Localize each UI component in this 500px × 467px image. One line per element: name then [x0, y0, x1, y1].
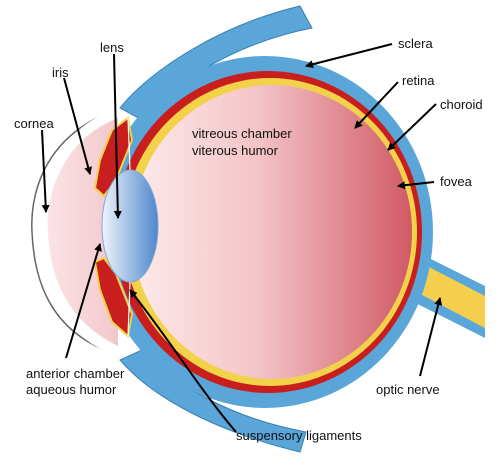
- label-sclera: sclera: [398, 36, 433, 51]
- cornea-outline: [31, 111, 111, 353]
- label-retina: retina: [402, 73, 435, 88]
- label-suspensory-ligaments: suspensory ligaments: [236, 428, 362, 443]
- leader-lines: [41, 43, 443, 433]
- label-choroid: choroid: [440, 97, 483, 112]
- iris-lower: [93, 256, 134, 338]
- vitreous-chamber: [132, 85, 412, 379]
- lens-shape: [101, 169, 159, 283]
- label-iris: iris: [52, 65, 69, 80]
- label-vitreous-chamber: vitreous chamber: [192, 126, 292, 141]
- label-lens: lens: [100, 40, 124, 55]
- label-fovea: fovea: [440, 174, 473, 189]
- label-anterior-chamber: anterior chamber: [26, 366, 125, 381]
- label-aqueous-humor: aqueous humor: [26, 382, 117, 397]
- label-optic-nerve: optic nerve: [376, 382, 440, 397]
- label-cornea: cornea: [14, 116, 55, 131]
- label-vitreous-humor: viterous humor: [192, 143, 279, 158]
